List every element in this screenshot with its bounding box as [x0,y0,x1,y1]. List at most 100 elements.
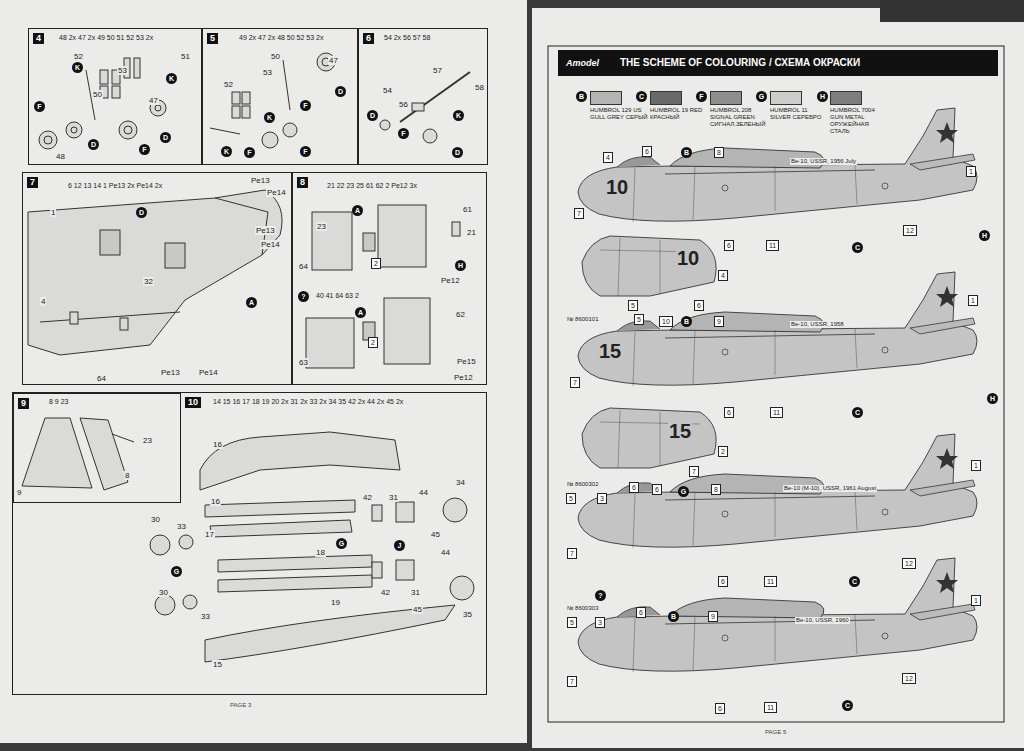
callout-number: 48 [55,152,66,161]
colour-callout: C [849,576,860,587]
callout-number: 61 [462,205,473,214]
colour-callout: G [756,91,767,102]
callout-number: 47 [328,56,339,65]
aircraft-caption: Be-10, USSR, 1956 July [790,158,857,165]
decal-number: 6 [636,607,646,618]
callout-number: 64 [298,262,309,271]
decal-number: 6 [694,300,704,311]
decal-number: 5 [628,300,638,311]
callout-number: 53 [117,66,128,75]
decal-number: 5 [567,617,577,628]
title-band: THE SCHEME OF COLOURING / СХЕМА ОКРАСКИ [558,50,998,76]
step-number: 6 [363,33,374,44]
callout-number: 50 [92,90,103,99]
step-number: 5 [207,33,218,44]
colour-callout: F [34,101,45,112]
callout-number: 33 [176,522,187,531]
paint-swatch [590,91,622,105]
step-number: 8 [297,177,308,188]
colour-callout: B [681,147,692,158]
decal-number: 2 [368,337,378,348]
part-sequence: 8 9 23 [48,397,69,406]
decal-number: 6 [629,482,639,493]
decal-number: 7 [567,548,577,559]
callout-number: Pe12 [453,373,474,382]
decal-number: 7 [574,208,584,219]
colour-callout: K [166,73,177,84]
decal-number: 11 [770,407,783,418]
callout-number: 17 [204,530,215,539]
colour-callout: A [246,297,257,308]
decal-number: 6 [642,146,652,157]
callout-number: Pe13 [255,226,276,235]
step-panel: 109 [12,392,487,695]
callout-number: 30 [158,588,169,597]
decal-number: 6 [724,407,734,418]
callout-number: 44 [418,488,429,497]
aircraft-caption: Be-10, USSR, 1960 [795,617,850,624]
colour-callout: ? [595,590,606,601]
callout-number: Pe13 [250,176,271,185]
callout-number: 15 [212,660,223,669]
callout-number: 42 [380,588,391,597]
step-number: 10 [185,397,201,408]
callout-number: 34 [455,478,466,487]
decal-number: 5 [634,314,644,325]
callout-number: Pe13 [160,368,181,377]
colour-callout: C [852,407,863,418]
decal-number: 8 [711,484,721,495]
decal-number: 3 [597,493,607,504]
decal-number: 8 [714,147,724,158]
aircraft-caption: № 8600101 [566,316,599,323]
aircraft-caption: Be-10 (M-10), USSR, 1961 August [783,485,877,492]
callout-number: Pe14 [266,188,287,197]
colour-callout: H [987,393,998,404]
colour-callout: D [367,110,378,121]
part-sequence: 21 22 23 25 61 62 2 Pe12 3x [326,181,418,190]
step-panel: 7 [22,172,292,385]
callout-number: 52 [73,52,84,61]
part-sequence: 48 2x 47 2x 49 50 51 52 53 2x [58,33,154,42]
callout-number: Pe14 [198,368,219,377]
hull-number: 10 [676,247,700,269]
decal-number: 4 [603,152,613,163]
colour-callout: A [355,307,366,318]
callout-number: 45 [412,605,423,614]
callout-number: Pe14 [260,240,281,249]
callout-number: 53 [262,68,273,77]
decal-number: 3 [595,617,605,628]
aircraft-caption: Be-10, USSR, 1958 [790,321,845,328]
decal-number: 7 [689,466,699,477]
colour-callout: D [88,139,99,150]
part-sequence: 14 15 16 17 18 19 20 2x 31 2x 33 2x 34 3… [212,397,404,406]
callout-number: 51 [180,52,191,61]
callout-number: 21 [466,228,477,237]
callout-number: 23 [316,222,327,231]
callout-number: 4 [40,297,46,306]
colour-callout: G [336,538,347,549]
callout-number: 64 [96,374,107,383]
colour-callout: B [668,611,679,622]
callout-number: Pe15 [456,357,477,366]
callout-number: 1 [50,208,56,217]
colour-callout: K [453,110,464,121]
callout-number: 45 [430,530,441,539]
decal-number: 1 [966,166,976,177]
brand-logo: Amodel [566,56,599,70]
decal-number: 12 [903,225,917,236]
callout-number: 52 [223,80,234,89]
decal-number: 6 [718,576,728,587]
callout-number: 31 [388,493,399,502]
callout-number: 50 [270,52,281,61]
colour-callout: B [576,91,587,102]
colour-callout: D [136,207,147,218]
callout-number: 32 [143,277,154,286]
paint-name: HUMBROL 208 SIGNAL GREEN СИГНАЛ.ЗЕЛЕНЫЙ [710,107,768,128]
part-sequence: 40 41 64 63 2 [315,291,360,300]
colour-callout: H [817,91,828,102]
decal-number: 6 [652,484,662,495]
legend-entry: HUMBROL 7004 GUN METAL ОРУЖЕЙНАЯ СТАЛЬ [830,91,888,135]
colour-callout: F [300,100,311,111]
colour-callout: D [452,147,463,158]
page-number: PAGE 3 [230,702,251,709]
